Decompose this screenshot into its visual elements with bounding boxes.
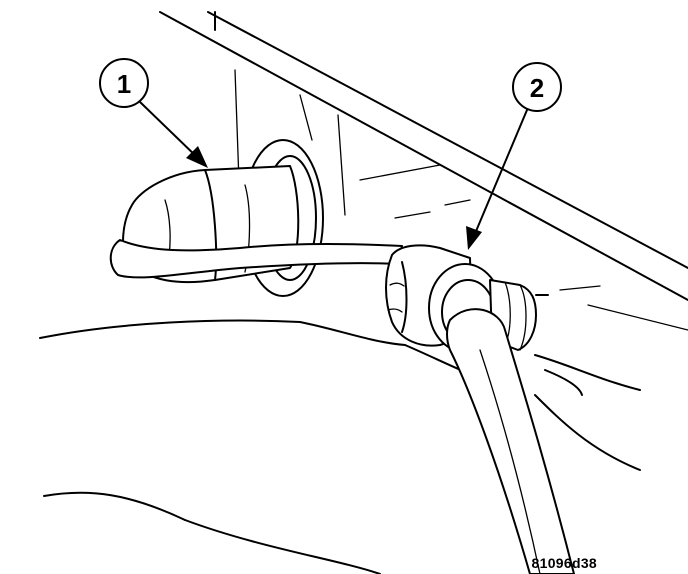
callout-2-number: 2 bbox=[530, 73, 544, 103]
callout-2-arrowhead bbox=[466, 226, 482, 250]
wire bbox=[109, 239, 403, 279]
callout-1-number: 1 bbox=[117, 69, 131, 99]
callout-2: 2 bbox=[466, 62, 562, 250]
lower-panel bbox=[39, 319, 641, 574]
callout-1: 1 bbox=[99, 58, 208, 168]
callout-1-arrowhead bbox=[186, 146, 208, 168]
figure-id: 81096d38 bbox=[532, 555, 597, 571]
panel-edges bbox=[159, 11, 688, 331]
hose bbox=[446, 308, 575, 574]
